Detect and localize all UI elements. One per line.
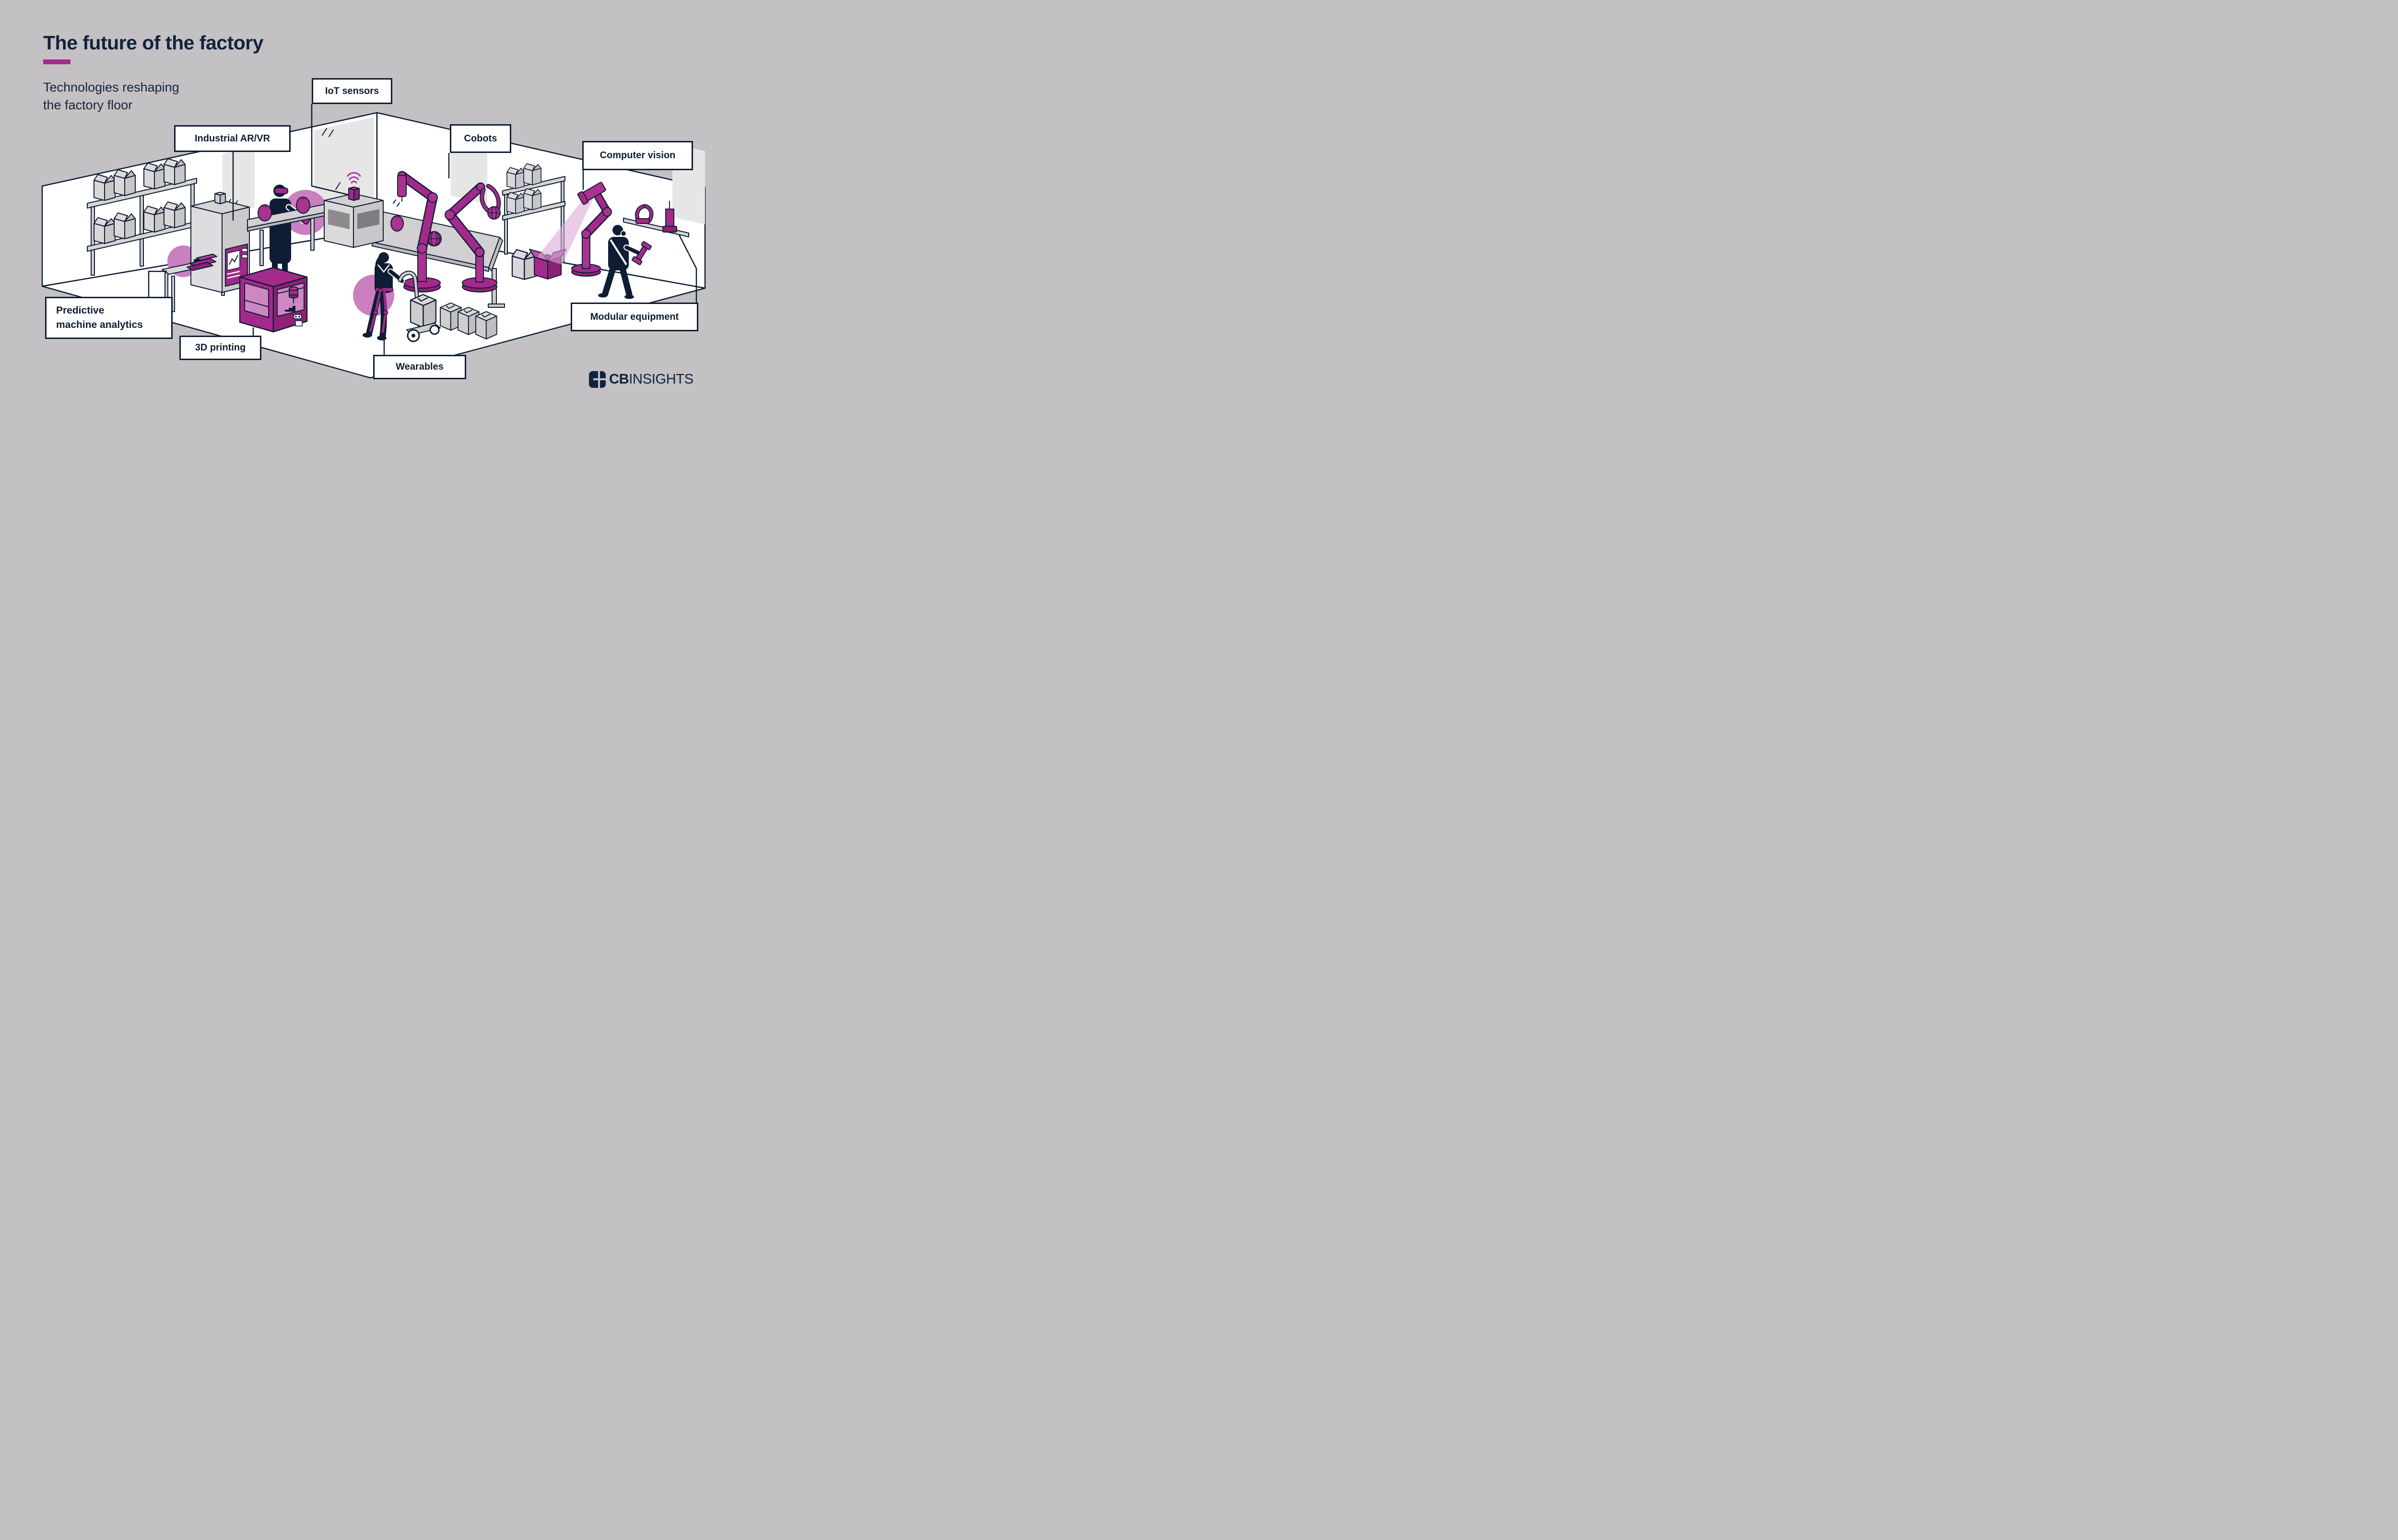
- callout-predictive-machine-analytics: Predictive machine analytics: [45, 297, 173, 339]
- workpiece-ball: [296, 197, 310, 214]
- leader-modular: [678, 234, 697, 303]
- callout-computer-vision: Computer vision: [582, 141, 693, 170]
- conveyor-belt-left: [247, 197, 326, 266]
- modular-parts-shelf: [623, 201, 689, 237]
- iot-sensor-cube: [348, 187, 360, 201]
- gripper-part: [635, 204, 654, 224]
- safety-sash: [610, 239, 627, 266]
- vision-beam: [537, 196, 593, 265]
- hand-truck: [398, 270, 441, 342]
- tank-top-outline: [377, 264, 390, 273]
- callout-cobots: Cobots: [450, 124, 511, 153]
- computer-vision-arm: [571, 182, 612, 277]
- cart-box: [410, 294, 437, 328]
- title-accent-bar: [43, 59, 71, 64]
- cbinsights-logo: CBINSIGHTS: [589, 371, 694, 388]
- workpiece-globe: [426, 231, 442, 246]
- modular-worker: [598, 225, 652, 299]
- leader-iot: [311, 104, 349, 196]
- callout-iot-sensors: IoT sensors: [312, 78, 392, 104]
- exoskeleton: [369, 287, 393, 333]
- cobot-arm-right: [445, 182, 501, 292]
- page-title: The future of the factory: [43, 32, 264, 54]
- conveyor-junction-machine: [324, 172, 384, 248]
- report-sheet: [196, 254, 217, 261]
- callout-wearables: Wearables: [373, 355, 466, 379]
- header: The future of the factory: [43, 32, 264, 54]
- workpiece-globe: [487, 206, 501, 220]
- infographic: The future of the factory Technologies r…: [0, 0, 752, 420]
- modular-part-handheld: [632, 241, 652, 266]
- end-effector: [397, 175, 407, 197]
- ponytail: [620, 230, 627, 237]
- callout-modular-equipment: Modular equipment: [571, 303, 698, 331]
- extruder: [289, 286, 298, 303]
- logo-text-regular: INSIGHTS: [629, 372, 694, 387]
- cbinsights-mark-icon: [589, 371, 606, 388]
- callout-3d-printing: 3D printing: [179, 336, 261, 360]
- printed-staircase: [280, 306, 295, 312]
- cobot-arm-left: [393, 171, 441, 292]
- cbinsights-logo-text: CBINSIGHTS: [609, 372, 694, 387]
- workpiece-ball: [258, 204, 272, 222]
- workpiece-egg: [390, 215, 404, 232]
- logo-text-bold: CB: [609, 372, 629, 387]
- report-sheet: [187, 262, 213, 271]
- predictive-analytics-machine: [187, 192, 250, 293]
- wifi-signal-icon: [347, 172, 361, 184]
- leader-lines: [148, 104, 697, 356]
- callout-industrial-arvr: Industrial AR/VR: [174, 125, 291, 152]
- page-subtitle: Technologies reshaping the factory floor: [43, 80, 179, 112]
- printer-3d: [239, 267, 308, 333]
- cylinder-part: [662, 201, 677, 233]
- camera-head: [577, 182, 606, 205]
- leader-predictive: [148, 270, 167, 297]
- vr-headset: [274, 187, 288, 194]
- factory-scene: [41, 104, 706, 379]
- storage-shelf-right: [502, 163, 565, 263]
- window-icon: [223, 147, 255, 215]
